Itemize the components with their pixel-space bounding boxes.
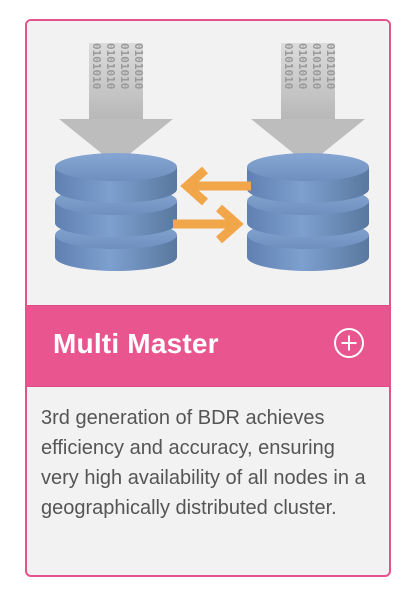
sync-arrow-right-icon <box>173 204 244 244</box>
binary-text: 0101010 <box>132 43 145 89</box>
card-description: 3rd generation of BDR achieves efficienc… <box>41 407 366 519</box>
feature-card: 0101010 0101010 0101010 0101010 0101010 … <box>25 19 391 577</box>
binary-text: 0101010 <box>104 43 117 89</box>
data-arrow-left-icon: 0101010 0101010 0101010 0101010 <box>59 43 173 165</box>
database-replication-illustration: 0101010 0101010 0101010 0101010 0101010 … <box>27 21 389 305</box>
binary-text: 0101010 <box>324 43 337 89</box>
database-left-icon <box>55 153 177 271</box>
card-header: Multi Master <box>27 305 389 387</box>
binary-text: 0101010 <box>282 43 295 89</box>
binary-text: 0101010 <box>118 43 131 89</box>
binary-text: 0101010 <box>310 43 323 89</box>
binary-text: 0101010 <box>296 43 309 89</box>
data-arrow-right-icon: 0101010 0101010 0101010 0101010 <box>251 43 365 165</box>
plus-circle-icon <box>334 328 364 358</box>
expand-button[interactable] <box>333 327 365 359</box>
binary-text: 0101010 <box>90 43 103 89</box>
card-title: Multi Master <box>53 328 219 359</box>
database-right-icon <box>247 153 369 271</box>
sync-arrow-left-icon <box>180 166 251 206</box>
